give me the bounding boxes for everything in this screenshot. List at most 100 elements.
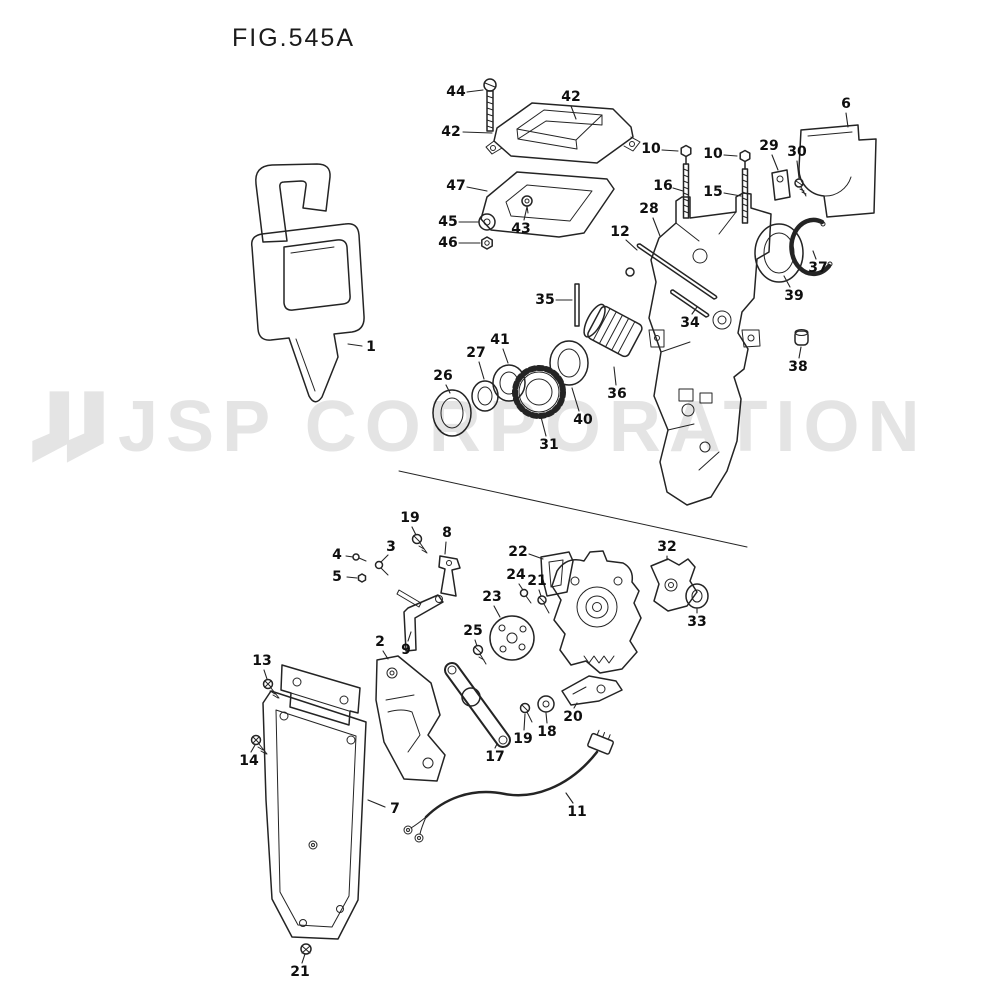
- part-label-22: 22: [508, 544, 527, 560]
- leader-line-10: [723, 154, 738, 157]
- part-label-17: 17: [485, 749, 504, 765]
- part-label-33: 33: [687, 614, 706, 630]
- part-19-screw-upper: [411, 533, 428, 554]
- part-label-21: 21: [290, 964, 309, 980]
- leader-line-21: [538, 589, 542, 597]
- part-label-44: 44: [446, 84, 466, 100]
- part-42-cover-plate: [485, 102, 641, 164]
- part-label-21: 21: [527, 573, 546, 589]
- leader-line-2: [382, 650, 389, 660]
- leader-line-8: [444, 541, 447, 555]
- part-label-14: 14: [239, 753, 259, 769]
- part-12-pin: [625, 243, 718, 300]
- part-44-screw: [483, 78, 497, 132]
- part-label-10: 10: [703, 146, 723, 162]
- leader-line-36: [613, 366, 617, 386]
- part-47-gasket-plate: [480, 171, 615, 238]
- leader-line-9: [407, 631, 412, 642]
- leader-line-42: [462, 131, 493, 134]
- leader-line-19: [523, 713, 526, 731]
- part-17-link-arm: [444, 662, 511, 748]
- leader-line-28: [652, 217, 661, 237]
- part-label-30: 30: [787, 144, 807, 160]
- part-label-25: 25: [463, 623, 482, 639]
- part-33-grommet: [685, 583, 709, 609]
- part-14-screw: [250, 734, 268, 755]
- part-label-40: 40: [573, 412, 593, 428]
- leader-line-34: [691, 306, 698, 315]
- leader-line-3: [380, 554, 389, 563]
- part-31-toothed-washer: [512, 365, 566, 419]
- part-label-35: 35: [535, 292, 554, 308]
- part-label-47: 47: [446, 178, 465, 194]
- part-38-cap: [794, 329, 809, 346]
- part-4-pin: [352, 553, 367, 562]
- part-13-screw: [262, 678, 280, 699]
- part-37-snap-ring: [789, 217, 833, 277]
- part-29-clip: [771, 169, 791, 201]
- part-18-washer: [537, 695, 555, 713]
- part-label-10: 10: [641, 141, 661, 157]
- part-label-9: 9: [401, 642, 411, 658]
- part-label-43: 43: [511, 221, 530, 237]
- part-label-45: 45: [438, 214, 457, 230]
- part-7-mount-bracket-top: [280, 664, 361, 726]
- part-label-20: 20: [563, 709, 583, 725]
- part-label-11: 11: [567, 804, 586, 820]
- leader-lines: [250, 89, 849, 964]
- part-label-29: 29: [759, 138, 778, 154]
- leader-line-38: [798, 346, 802, 359]
- part-25-screw: [472, 644, 487, 665]
- part-46-nut: [481, 236, 493, 250]
- leader-line-42: [570, 105, 577, 120]
- part-label-3: 3: [386, 539, 396, 555]
- leader-line-12: [625, 239, 638, 251]
- part-2-bracket-plate: [375, 655, 446, 782]
- leader-line-10: [661, 149, 679, 152]
- part-21-screw-bottom: [300, 943, 312, 955]
- leader-line-11: [565, 792, 574, 804]
- part-8-bracket: [438, 555, 461, 597]
- part-label-4: 4: [332, 547, 342, 563]
- part-label-42: 42: [441, 124, 460, 140]
- part-43-screw: [521, 195, 533, 214]
- leader-line-16: [672, 187, 684, 192]
- part-9-pivot-lever: [396, 589, 444, 652]
- part-label-19: 19: [400, 510, 419, 526]
- part-5-nut: [357, 573, 367, 583]
- part-label-18: 18: [537, 724, 556, 740]
- part-22-plate: [540, 551, 574, 597]
- part-1-control-lever: [250, 163, 365, 403]
- part-21-screw-mid: [537, 595, 550, 614]
- leader-line-17: [494, 743, 498, 749]
- leader-line-15: [723, 192, 742, 197]
- part-label-39: 39: [784, 288, 803, 304]
- leader-line-7: [367, 799, 386, 808]
- part-label-1: 1: [366, 339, 376, 355]
- part-23-cam-plate: [489, 615, 535, 661]
- part-label-36: 36: [607, 386, 626, 402]
- part-label-12: 12: [610, 224, 629, 240]
- part-label-28: 28: [639, 201, 658, 217]
- leader-line-19: [411, 526, 417, 536]
- figure-title: FIG.545A: [232, 24, 355, 52]
- leader-line-6: [845, 112, 849, 128]
- leader-line-47: [466, 186, 488, 192]
- leader-line-31: [540, 416, 547, 437]
- part-19-screw-lower: [519, 702, 533, 723]
- part-20-bracket-plate: [561, 675, 623, 706]
- part-7-mount-plate: [262, 690, 367, 940]
- leader-line-41: [502, 348, 509, 364]
- part-label-6: 6: [841, 96, 851, 112]
- part-label-37: 37: [808, 260, 827, 276]
- part-24-bolt: [519, 588, 532, 604]
- part-15-stud: [741, 168, 749, 224]
- part-45-washer: [478, 213, 496, 231]
- part-cam-housing: [551, 550, 642, 674]
- part-label-26: 26: [433, 368, 452, 384]
- leader-line-29: [771, 154, 779, 171]
- part-label-27: 27: [466, 345, 485, 361]
- part-40-ring: [549, 340, 589, 386]
